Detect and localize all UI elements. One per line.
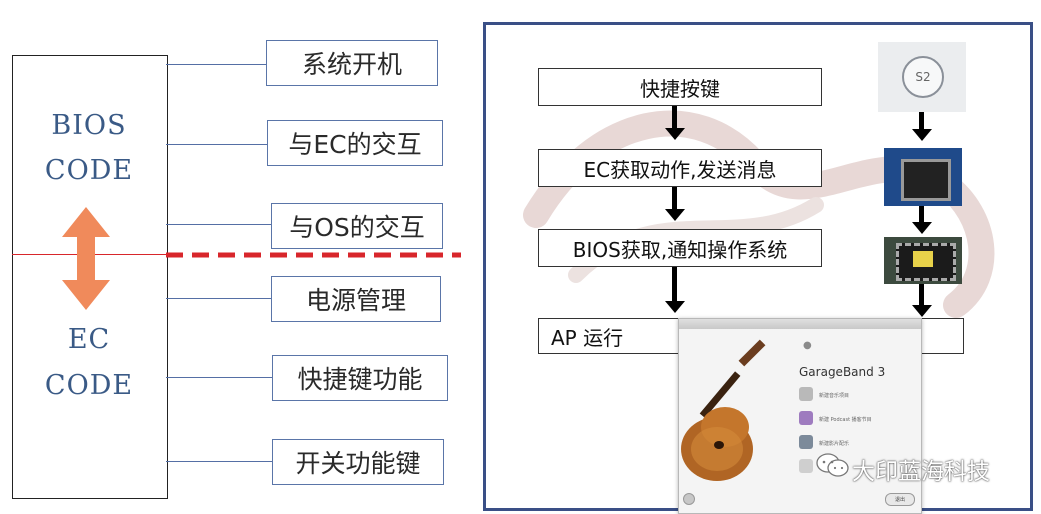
bios-chip-photo (884, 237, 962, 284)
connector-line (166, 377, 273, 378)
guitar-icon (681, 339, 766, 481)
hotkey-button-photo: S2 (878, 42, 966, 112)
arrow-down-icon (665, 128, 685, 140)
ec-label-line1: EC (67, 324, 111, 355)
wechat-icon (816, 453, 849, 477)
arrow-line (919, 112, 924, 129)
feature-switch-key: 开关功能键 (272, 439, 444, 485)
apple-icon: ● (803, 340, 812, 351)
movie-icon (799, 435, 813, 449)
connector-line (166, 144, 268, 145)
connector-line (166, 461, 273, 462)
menu-new-music[interactable]: 新建音乐项目 (819, 393, 850, 399)
arrow-down-icon (912, 222, 932, 234)
arrow-line (919, 206, 924, 222)
feature-hotkey: 快捷键功能 (272, 355, 448, 401)
quit-button[interactable]: 退出 (885, 493, 915, 506)
connector-line (166, 298, 272, 299)
arrow-line (919, 284, 924, 305)
arrow-down-icon (665, 209, 685, 221)
ec-label-line2: CODE (44, 370, 134, 401)
connector-line (166, 64, 267, 65)
ec-chip-photo (884, 148, 962, 206)
document-icon (799, 459, 813, 473)
feature-power-management: 电源管理 (271, 276, 441, 322)
arrow-line (672, 187, 677, 209)
new-music-icon (799, 387, 813, 401)
arrow-down-icon (665, 301, 685, 313)
feature-ec-interaction: 与EC的交互 (267, 120, 443, 166)
s2-button: S2 (902, 56, 944, 98)
feature-system-boot: 系统开机 (266, 40, 438, 86)
window-titlebar (679, 319, 921, 329)
bios-label-line1: BIOS (51, 110, 127, 141)
bios-label-line2: CODE (44, 155, 134, 186)
podcast-icon (799, 411, 813, 425)
menu-new-podcast[interactable]: 新建 Podcast 播客节目 (819, 417, 872, 423)
chip-icon (896, 243, 956, 281)
arrow-down-icon (912, 305, 932, 317)
connector-line (166, 224, 272, 225)
step-hotkey: 快捷按键 (538, 68, 822, 106)
watermark-text: 大印蓝海科技 (852, 459, 990, 485)
step-ec-capture: EC获取动作,发送消息 (538, 149, 822, 187)
arrow-line (672, 106, 677, 128)
arrow-down-icon (912, 129, 932, 141)
step-bios-notify: BIOS获取,通知操作系统 (538, 229, 822, 267)
arrow-line (672, 267, 677, 301)
chip-icon (901, 159, 951, 201)
feature-os-interaction: 与OS的交互 (271, 203, 443, 249)
double-arrow-icon (62, 207, 110, 310)
app-title: GarageBand 3 (799, 365, 886, 379)
bios-ec-divider-dashed (166, 252, 461, 258)
menu-new-score[interactable]: 新建影片配乐 (819, 441, 850, 447)
help-icon[interactable] (683, 493, 695, 505)
garageband-window: ● GarageBand 3 新建音乐项目 新建 Podcast 播客节目 新建… (678, 318, 922, 514)
